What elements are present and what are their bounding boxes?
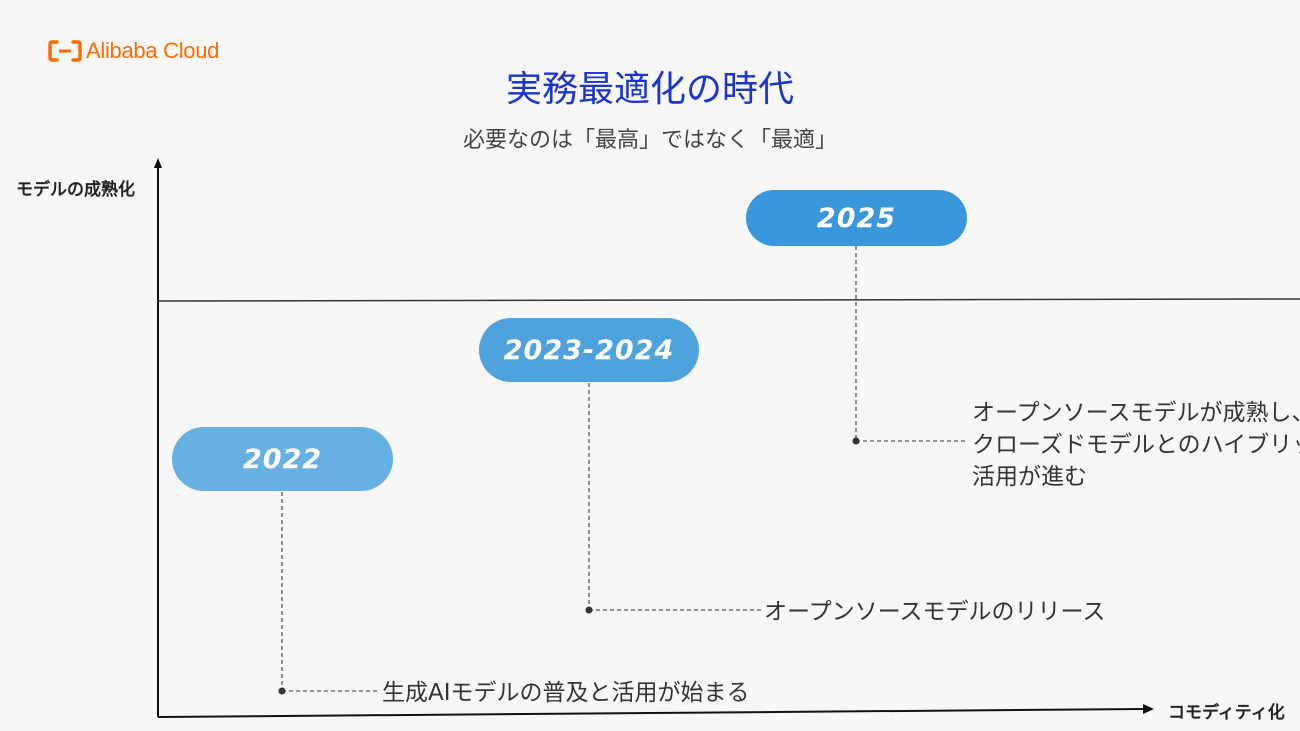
brand-logo: Alibaba Cloud [48,38,219,64]
brand-name: Alibaba Cloud [86,38,220,63]
milestone-2022-line: 生成AIモデルの普及と活用が始まる [382,680,750,706]
milestone-2023-2024-description: オープンソースモデルのリリース [764,596,1105,628]
connector-2025-dot [852,437,860,445]
milestone-2025-line-3: 活用が進む [972,464,1087,490]
x-axis-arrow-icon [1143,704,1154,714]
milestone-2025-description: オープンソースモデルが成熟し、 クローズドモデルとのハイブリット 活用が進む [972,397,1300,493]
threshold-line [157,298,1300,302]
x-axis-label: コモディティ化 [1168,703,1285,723]
milestone-2023-2024-badge: 2023-2024 [479,318,699,382]
milestone-2025-line-1: オープンソースモデルが成熟し、 [972,400,1300,426]
milestone-2025-badge: 2025 [746,190,967,246]
page-title: 実務最適化の時代 [505,69,794,110]
milestone-2025-line-2: クローズドモデルとのハイブリット [972,432,1300,458]
connector-2023-dot [585,606,593,614]
y-axis-arrow-icon [154,158,162,168]
connector-2022-dot [278,687,286,695]
x-axis-line [157,708,1145,718]
milestone-2022-badge: 2022 [172,427,393,491]
milestone-2022-description: 生成AIモデルの普及と活用が始まる [382,677,750,709]
y-axis-label: モデルの成熟化 [16,180,135,200]
milestone-2023-2024-line: オープンソースモデルのリリース [764,599,1106,625]
alibaba-cloud-logo-icon [48,40,82,62]
page-subtitle: 必要なのは「最高」ではなく「最適」 [462,128,837,153]
